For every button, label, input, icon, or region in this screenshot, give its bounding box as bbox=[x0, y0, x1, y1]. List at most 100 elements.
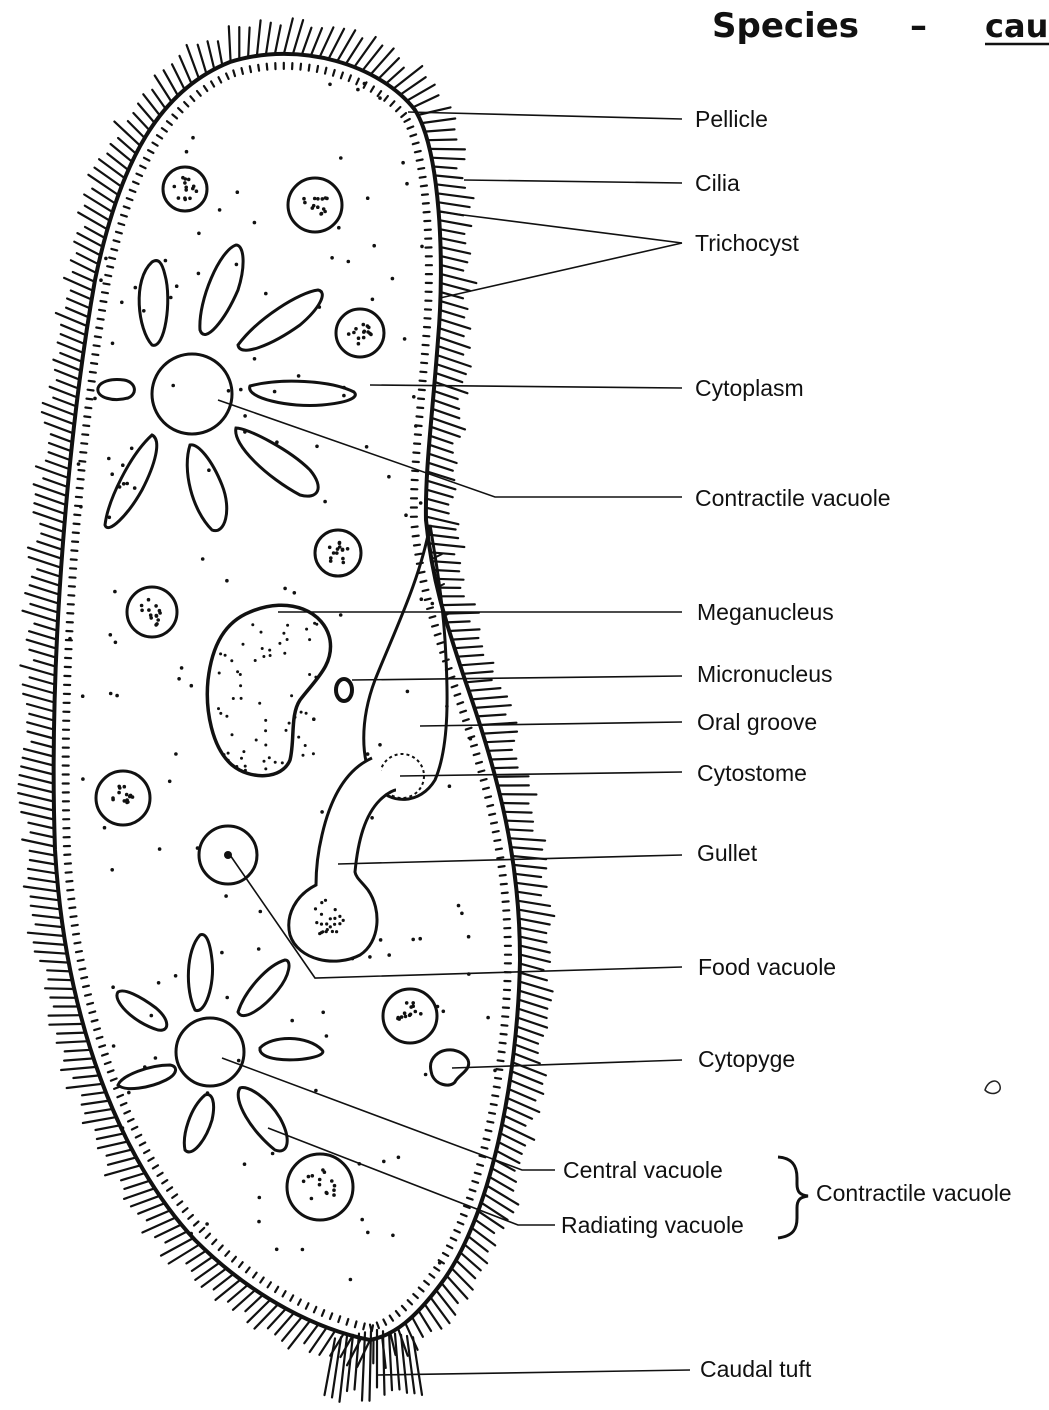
pellicle-dash bbox=[419, 390, 425, 391]
chromatin bbox=[227, 759, 230, 762]
food-particle bbox=[341, 557, 345, 561]
granule bbox=[171, 384, 175, 388]
granule bbox=[420, 245, 424, 249]
cilium bbox=[516, 1027, 543, 1036]
food-particle bbox=[342, 919, 345, 922]
food-particle bbox=[342, 561, 346, 565]
granule bbox=[411, 938, 415, 942]
chromatin bbox=[304, 744, 307, 747]
pellicle-dash bbox=[105, 275, 111, 276]
granule bbox=[363, 82, 367, 86]
granule bbox=[491, 1162, 495, 1166]
pellicle-dash bbox=[414, 545, 420, 546]
cilium bbox=[23, 694, 54, 703]
chromatin bbox=[302, 754, 305, 757]
granule bbox=[197, 232, 201, 236]
food-particle bbox=[338, 545, 342, 549]
granule bbox=[365, 445, 369, 449]
cilium bbox=[428, 463, 453, 471]
food-particle bbox=[192, 185, 196, 189]
granule bbox=[157, 981, 161, 985]
granule bbox=[486, 1016, 490, 1020]
pellicle-dash bbox=[91, 363, 97, 364]
label-radiating-vacuole: Radiating vacuole bbox=[561, 1212, 744, 1238]
cilium bbox=[233, 1290, 255, 1310]
pellicle-dash bbox=[325, 68, 326, 74]
food-particle bbox=[347, 332, 351, 336]
pellicle-dash bbox=[485, 796, 491, 797]
granule bbox=[81, 777, 85, 781]
granule bbox=[218, 208, 222, 212]
food-particle bbox=[324, 899, 327, 902]
granule bbox=[120, 301, 124, 305]
food-particle bbox=[320, 923, 323, 926]
chromatin bbox=[290, 694, 293, 697]
pellicle-dash bbox=[79, 969, 85, 970]
granule bbox=[412, 395, 416, 399]
granule bbox=[127, 1091, 131, 1095]
cilium bbox=[31, 906, 61, 910]
pellicle-dash bbox=[483, 788, 489, 790]
pencil-mark bbox=[985, 1081, 1000, 1093]
granule bbox=[391, 277, 395, 281]
pellicle-dash bbox=[78, 960, 84, 961]
granule bbox=[378, 96, 382, 100]
granule bbox=[174, 752, 178, 756]
cilium bbox=[412, 1317, 423, 1337]
food-particle bbox=[310, 1197, 314, 1201]
granule bbox=[469, 737, 473, 741]
granule bbox=[414, 424, 418, 428]
cilium bbox=[161, 1238, 193, 1256]
pellicle-dash bbox=[500, 875, 506, 876]
pellicle-dash bbox=[481, 779, 487, 781]
cilium bbox=[437, 193, 474, 198]
cilium bbox=[475, 1220, 494, 1234]
cilium bbox=[516, 1035, 539, 1043]
food-particle bbox=[140, 609, 144, 613]
chromatin bbox=[244, 765, 247, 768]
food-particle bbox=[328, 546, 332, 550]
food-particle bbox=[320, 913, 323, 916]
pellicle-dash bbox=[250, 66, 251, 72]
cilium bbox=[186, 1251, 206, 1264]
label-micronucleus: Micronucleus bbox=[697, 661, 833, 687]
granule bbox=[112, 1044, 116, 1048]
pellicle-dash bbox=[498, 1060, 504, 1061]
pellicle-dash bbox=[95, 336, 101, 337]
pellicle-dash bbox=[98, 319, 104, 320]
cilium bbox=[493, 768, 518, 769]
food-particle bbox=[316, 205, 320, 209]
pellicle-dash bbox=[89, 1011, 95, 1013]
granule bbox=[236, 190, 240, 194]
cilium bbox=[441, 283, 470, 291]
cilium bbox=[29, 714, 54, 721]
granule bbox=[339, 613, 343, 617]
granule bbox=[379, 938, 383, 942]
food-particle bbox=[334, 908, 337, 911]
pellicle-dash bbox=[92, 354, 98, 355]
cilium bbox=[34, 624, 57, 631]
food-particle bbox=[366, 324, 370, 328]
cilium bbox=[57, 380, 79, 389]
cilium bbox=[34, 503, 65, 514]
granule bbox=[257, 1220, 261, 1224]
food-particle bbox=[177, 196, 181, 200]
granule bbox=[442, 1010, 446, 1014]
granule bbox=[321, 1011, 325, 1015]
granule bbox=[370, 816, 374, 820]
pellicle-dash bbox=[425, 599, 431, 600]
pellicle-dash bbox=[413, 143, 419, 145]
pellicle-dash bbox=[420, 381, 426, 382]
food-particle bbox=[315, 921, 318, 924]
chromatin bbox=[227, 752, 230, 755]
cilium bbox=[517, 892, 541, 896]
pellicle-dash bbox=[92, 1020, 98, 1022]
food-particle bbox=[362, 336, 366, 340]
pellicle-dash bbox=[415, 554, 421, 555]
granule bbox=[403, 337, 407, 341]
food-particle bbox=[403, 1011, 407, 1015]
food-particle bbox=[303, 201, 307, 205]
chromatin bbox=[262, 655, 265, 658]
granule bbox=[224, 894, 228, 898]
